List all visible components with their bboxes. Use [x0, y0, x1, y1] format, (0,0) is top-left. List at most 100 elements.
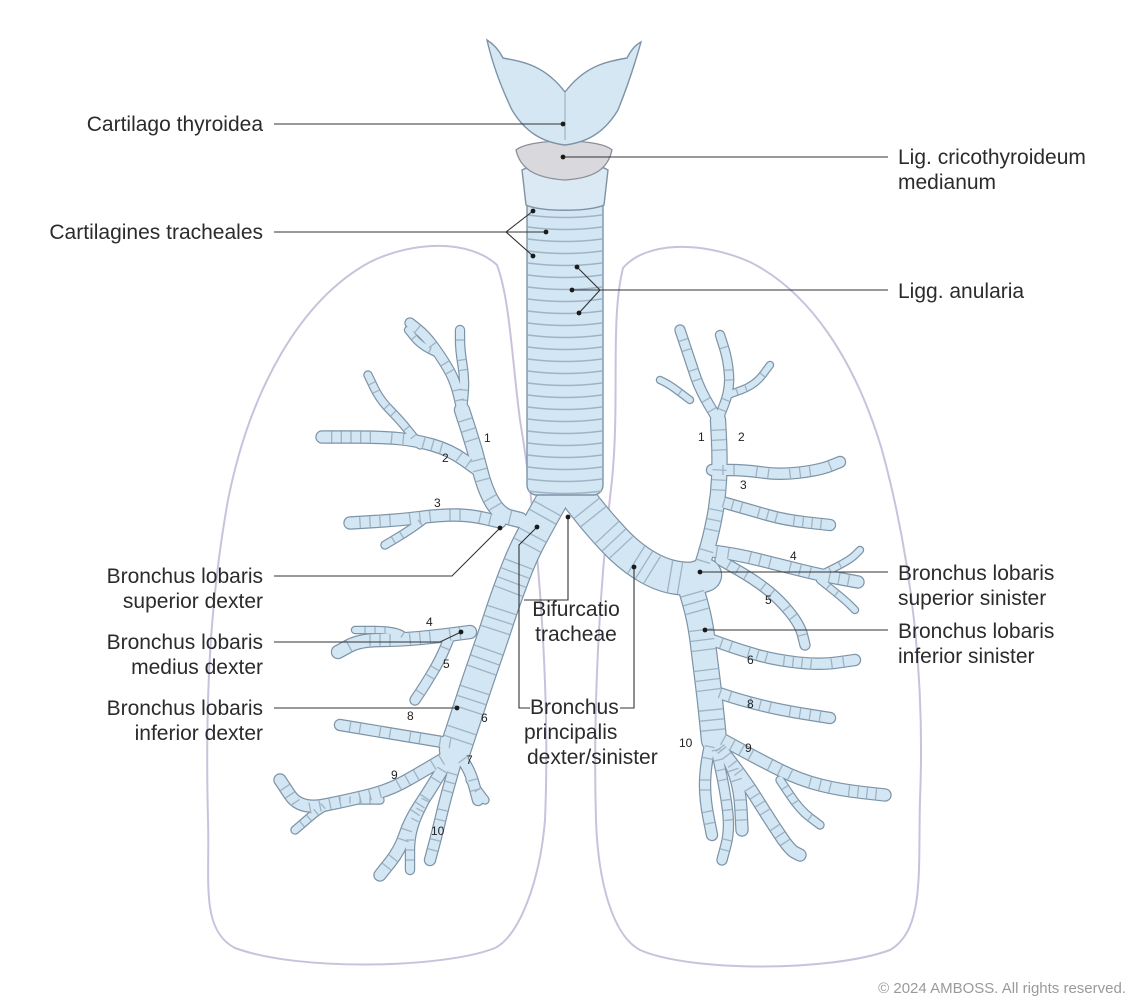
right-segment-3: 3: [434, 496, 441, 510]
bronchial-ring: [711, 439, 727, 441]
right-segment-1: 1: [484, 431, 491, 445]
bronchial-ring: [383, 403, 390, 410]
bronchus-segment: [364, 371, 424, 449]
bronchial-ring: [519, 527, 547, 543]
bronchial-ring: [437, 808, 448, 812]
bronchial-ring: [774, 512, 779, 523]
tracheal-ring: [527, 430, 603, 435]
bronchial-ring: [704, 821, 715, 825]
bronchial-ring: [678, 337, 688, 343]
bronchial-ring: [634, 551, 654, 579]
bronchial-ring: [677, 389, 683, 396]
bronchial-ring: [390, 410, 397, 417]
bronchial-ring: [810, 517, 814, 529]
bronchial-ring: [440, 645, 450, 651]
leader-lines: [274, 121, 888, 711]
bronchial-ring: [358, 723, 362, 734]
bronchial-ring: [458, 756, 467, 764]
bronchial-ring: [418, 733, 422, 744]
tracheal-ring: [527, 490, 603, 495]
bronchial-ring: [408, 731, 412, 742]
bronchial-ring: [388, 854, 399, 863]
bronchial-ring: [846, 574, 851, 586]
bronchial-ring: [721, 497, 726, 508]
bronchial-ring: [746, 647, 751, 658]
bronchial-ring: [410, 433, 417, 440]
label-bronchus-inferior-sinister-line2: inferior sinister: [898, 645, 1035, 668]
label-bronchus-principalis-line3: dexter/sinister: [527, 746, 658, 769]
right-segment-10: 10: [431, 824, 445, 838]
bronchial-ring: [507, 510, 513, 525]
bronchial-ring: [818, 779, 822, 791]
bronchial-ring: [717, 746, 727, 754]
bronchial-ring: [461, 427, 476, 433]
bronchial-ring: [830, 658, 834, 669]
bronchial-ring: [580, 506, 607, 528]
bronchial-ring: [402, 433, 405, 445]
bronchial-ring: [759, 808, 771, 816]
bronchial-ring: [768, 589, 775, 598]
bronchial-ring: [775, 831, 785, 839]
bronchial-ring: [400, 632, 405, 638]
bronchial-ring: [308, 802, 312, 814]
bronchial-ring: [487, 604, 517, 616]
bronchial-ring: [421, 797, 429, 803]
tracheal-ring: [527, 394, 603, 399]
bronchial-ring: [430, 838, 441, 842]
label-bifurcatio-line2: tracheae: [535, 623, 617, 646]
bronchial-ring: [705, 527, 719, 533]
trachea: [526, 194, 604, 496]
bronchus-segment: [657, 377, 693, 403]
label-bronchus-principalis-line2: principalis: [524, 721, 617, 744]
bronchial-ring: [474, 644, 503, 656]
bronchial-ring: [791, 800, 799, 805]
bronchial-ring: [601, 528, 627, 552]
bronchial-ring: [841, 656, 845, 667]
tracheal-ring: [527, 262, 603, 267]
bronchial-ring: [457, 358, 466, 362]
left-segment-1: 1: [698, 430, 705, 444]
bronchial-ring: [696, 558, 711, 565]
bronchial-ring: [594, 521, 620, 544]
bronchial-ring: [306, 814, 312, 822]
bronchus-segment: [675, 325, 723, 425]
bronchial-ring: [415, 801, 425, 809]
bronchial-ring: [726, 547, 730, 559]
bronchial-ring: [792, 515, 796, 527]
tracheal-ring: [527, 370, 603, 375]
bronchial-ring: [474, 787, 481, 793]
bronchial-ring: [688, 367, 698, 373]
bronchial-ring: [712, 469, 727, 471]
bronchial-ring: [439, 442, 444, 453]
bronchial-ring: [438, 736, 442, 747]
label-bronchus-superior-dexter-line1: Bronchus lobaris: [107, 565, 263, 588]
bronchial-ring: [747, 749, 754, 761]
bronchial-ring: [739, 502, 744, 513]
bronchial-ring: [724, 818, 734, 822]
label-bronchus-principalis-line1: Bronchus: [530, 696, 619, 719]
bronchial-ring: [417, 519, 423, 526]
copyright-notice: © 2024 AMBOSS. All rights reserved.: [878, 980, 1126, 997]
bronchial-ring: [782, 655, 786, 667]
bronchial-ring: [421, 437, 426, 448]
bronchial-ring: [378, 726, 382, 737]
bronchial-ring: [719, 345, 729, 350]
bronchial-ring: [825, 583, 831, 590]
bronchial-ring: [758, 554, 762, 566]
right-segment-8: 8: [407, 709, 414, 723]
bronchial-ring: [368, 789, 372, 801]
thyroid-cartilage: [485, 38, 643, 146]
bronchial-ring: [756, 507, 761, 518]
tracheal-ring: [527, 358, 603, 363]
bronchial-ring: [689, 627, 714, 633]
bronchial-ring: [735, 809, 747, 811]
left-segment-2: 2: [738, 430, 745, 444]
bronchial-ring: [529, 508, 557, 525]
bronchus-segment: [410, 631, 455, 705]
bronchial-ring: [411, 817, 419, 823]
tracheal-ring: [527, 322, 603, 327]
bronchial-ring: [458, 417, 473, 423]
tracheal-ring: [527, 418, 603, 423]
bronchial-ring: [573, 497, 600, 519]
bronchial-ring: [415, 689, 425, 696]
